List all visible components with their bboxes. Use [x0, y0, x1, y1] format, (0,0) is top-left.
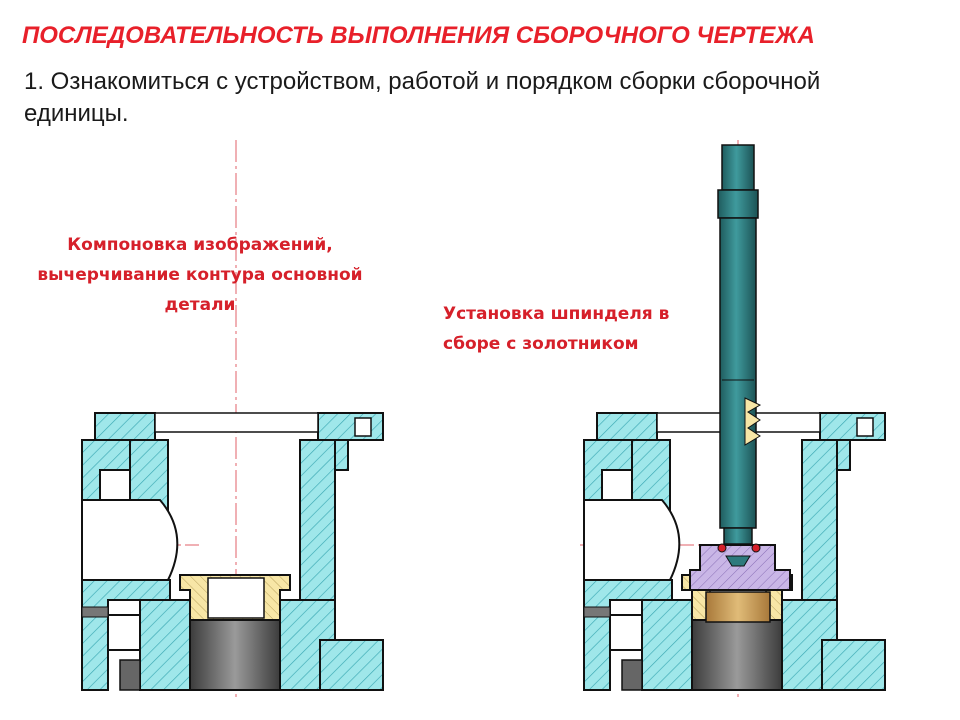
- step-text: 1. Ознакомиться с устройством, работой и…: [24, 68, 821, 127]
- caption-left: Компоновка изображений, вычерчивание кон…: [37, 235, 363, 315]
- slide-title: ПОСЛЕДОВАТЕЛЬНОСТЬ ВЫПОЛНЕНИЯ СБОРОЧНОГО…: [22, 22, 815, 49]
- right-view-drawing: [580, 140, 886, 700]
- valve-plug: [705, 591, 771, 623]
- gland-nut: [689, 544, 791, 591]
- left-valve-body: [81, 412, 384, 691]
- left-view-drawing: [81, 140, 384, 700]
- spindle: [717, 144, 762, 567]
- caption-right: Установка шпинделя в сборе с золотником: [443, 304, 670, 354]
